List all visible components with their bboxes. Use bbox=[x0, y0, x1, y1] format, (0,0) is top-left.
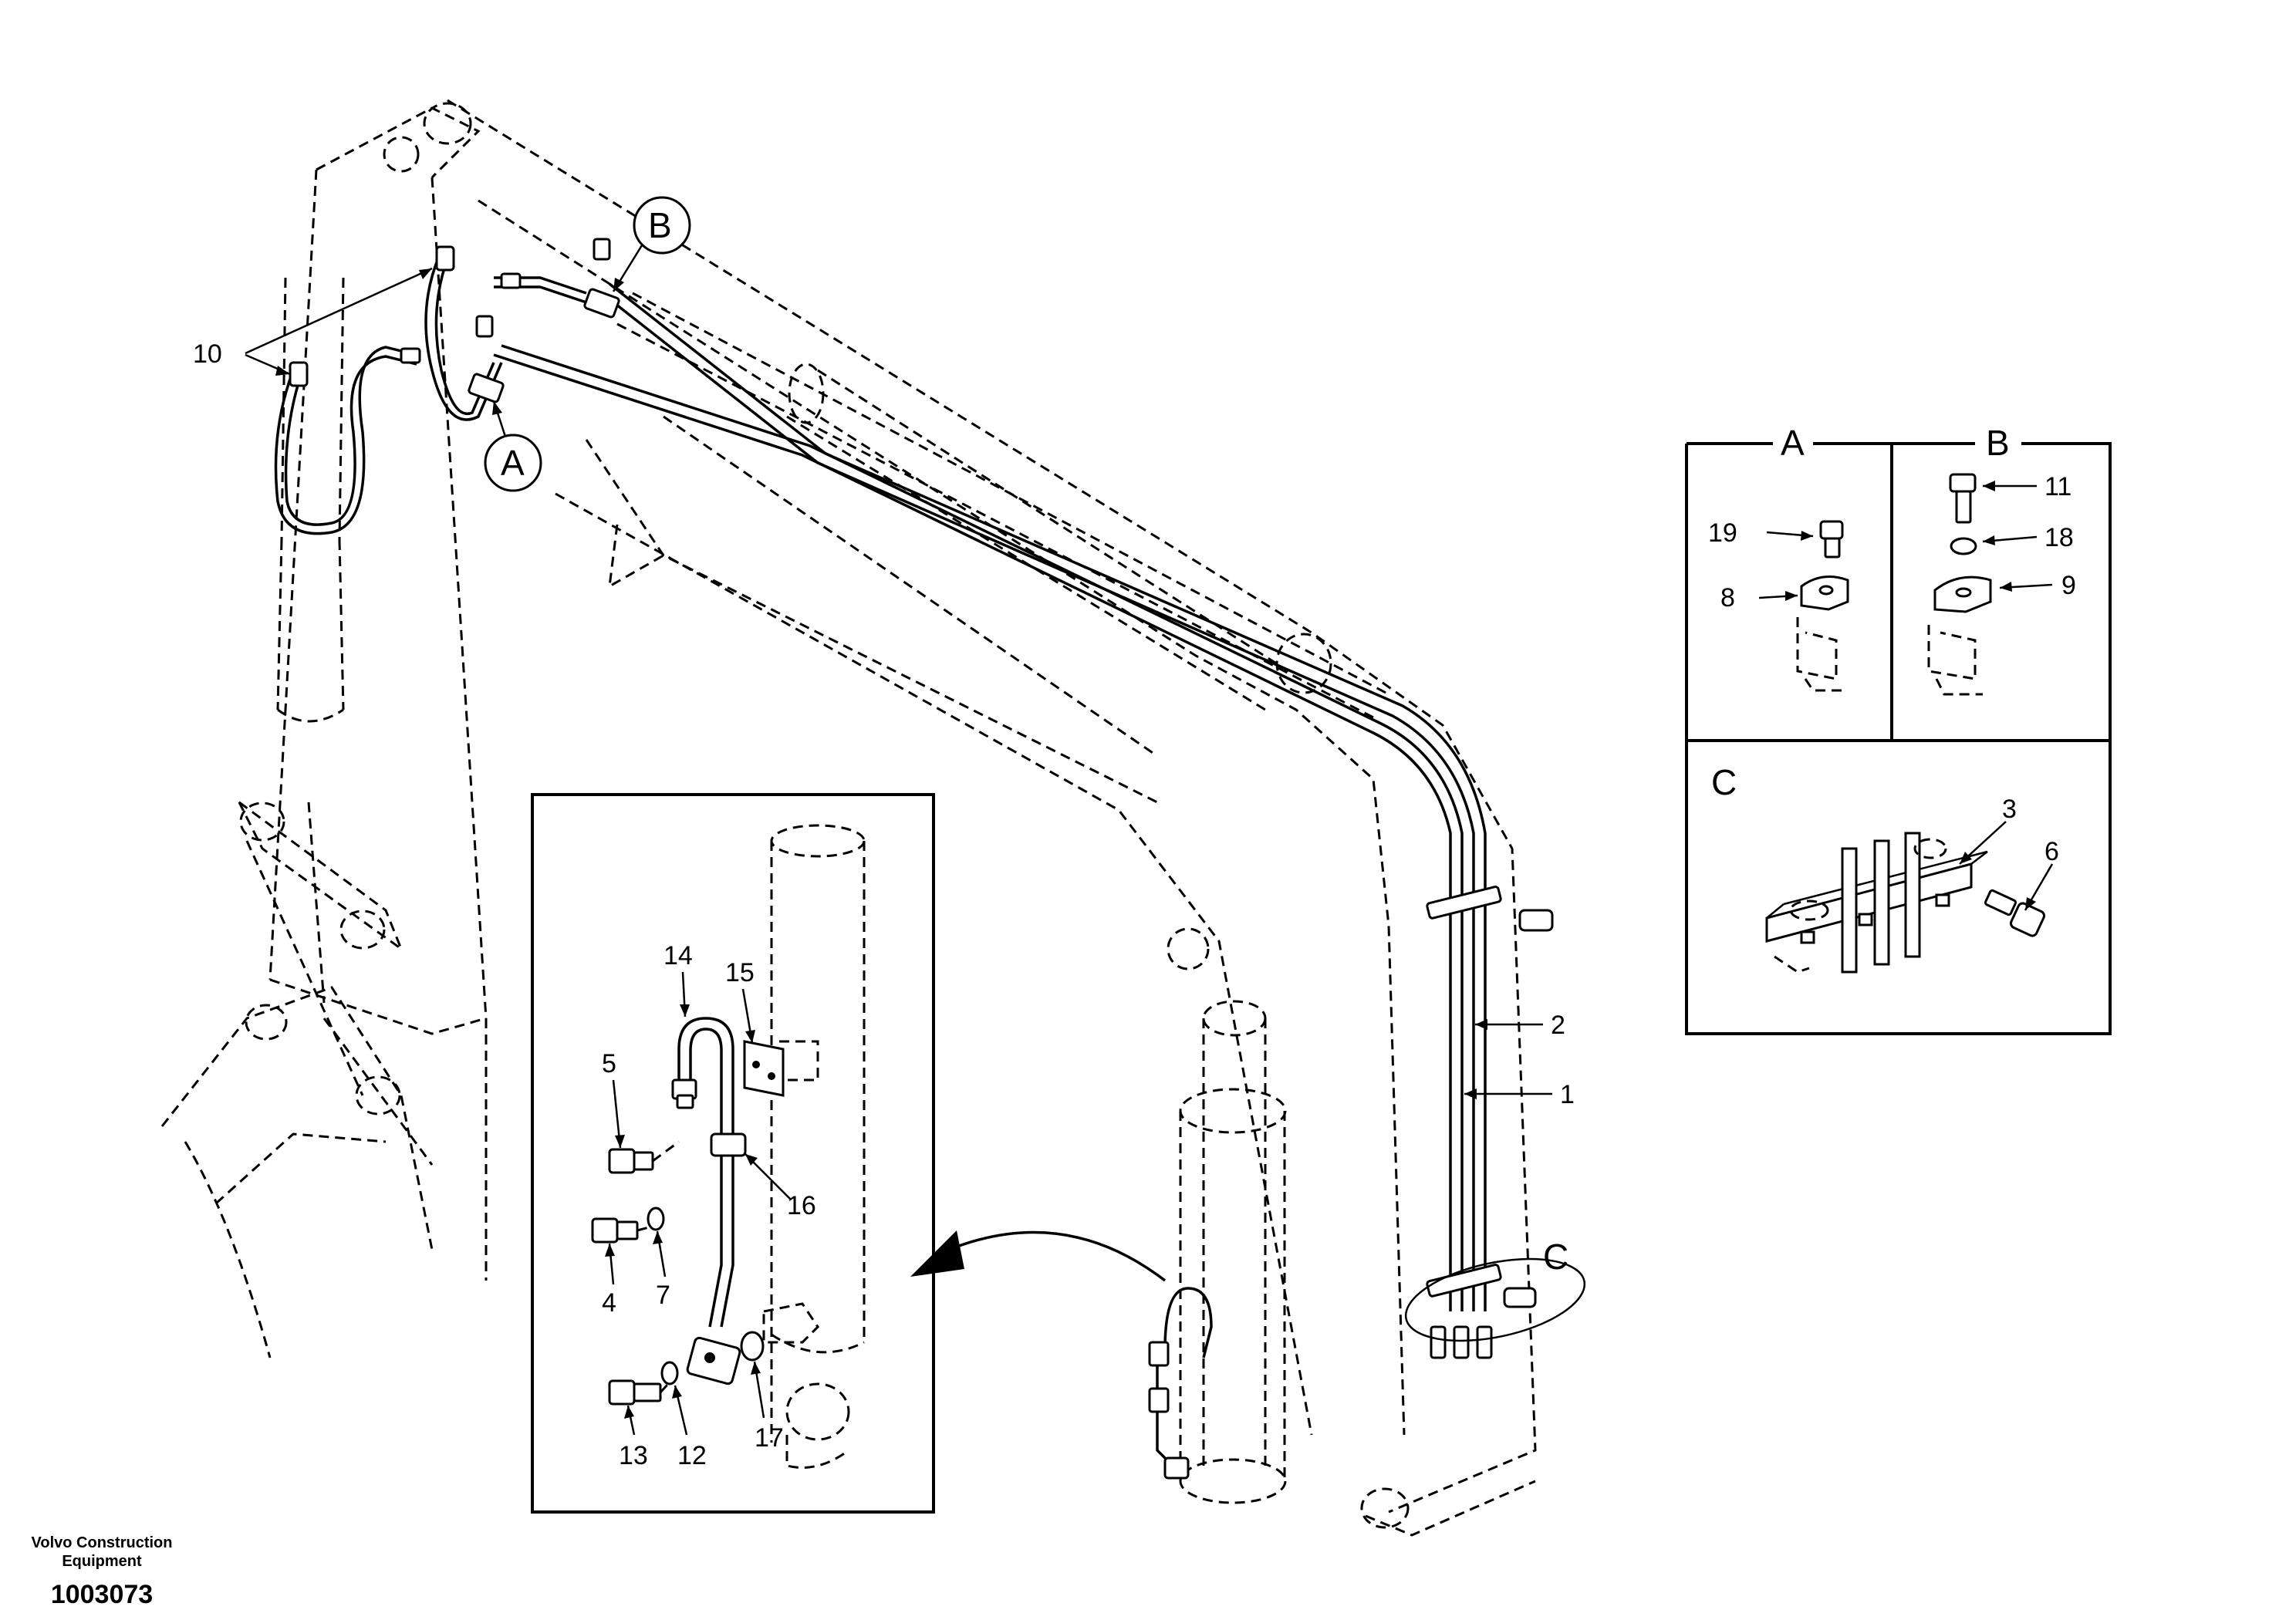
detail-panel-a-title: A bbox=[1781, 423, 1805, 463]
callout-6: 6 bbox=[2044, 837, 2059, 866]
callout-12: 12 bbox=[677, 1441, 707, 1470]
detail-pointer-arrow[interactable] bbox=[910, 1230, 1167, 1282]
callout-19: 19 bbox=[1708, 518, 1737, 548]
leader-1-2 bbox=[1464, 1019, 1552, 1099]
callout-17: 17 bbox=[755, 1423, 784, 1453]
footer-company-line1: Volvo Construction bbox=[32, 1534, 173, 1551]
callout-14: 14 bbox=[663, 941, 693, 970]
panel-c-leaders bbox=[1959, 821, 2054, 911]
callout-ref-a-letter: A bbox=[501, 443, 525, 483]
callout-9: 9 bbox=[2061, 571, 2076, 600]
panel-a-parts bbox=[1796, 520, 1849, 692]
callout-8: 8 bbox=[1720, 583, 1735, 613]
callout-3: 3 bbox=[2002, 795, 2017, 824]
callout-ref-c-letter: C bbox=[1543, 1237, 1568, 1277]
boom-clamps bbox=[468, 288, 1554, 1359]
callout-ref-a: A bbox=[484, 400, 542, 492]
cylinder-hose-small bbox=[1148, 1287, 1213, 1480]
panel-b-parts bbox=[1927, 473, 1992, 696]
callout-2: 2 bbox=[1551, 1011, 1565, 1040]
hoses-10 bbox=[274, 238, 611, 535]
footer-block: Volvo Construction Equipment 1003073 bbox=[32, 1534, 173, 1609]
hydraulic-lines bbox=[493, 282, 1487, 1311]
panel-a-leaders bbox=[1758, 531, 1814, 601]
callout-11: 11 bbox=[2044, 472, 2071, 501]
callout-4: 4 bbox=[602, 1288, 616, 1318]
callout-5: 5 bbox=[602, 1049, 616, 1078]
inset-pipe-assembly bbox=[591, 1017, 785, 1406]
inset-detail-frame bbox=[531, 793, 935, 1514]
detail-panel-c-title: C bbox=[1711, 762, 1737, 802]
callout-13: 13 bbox=[619, 1441, 648, 1470]
panel-b-leaders bbox=[1982, 481, 2053, 592]
callout-10: 10 bbox=[193, 339, 222, 369]
drawing-number: 1003073 bbox=[51, 1580, 153, 1609]
inset-leaders bbox=[605, 971, 792, 1436]
callout-16: 16 bbox=[787, 1191, 816, 1220]
leader-10 bbox=[245, 267, 433, 376]
callout-ref-b: B bbox=[612, 196, 691, 292]
panel-c-parts bbox=[1765, 832, 2046, 974]
callout-ref-b-letter: B bbox=[648, 205, 672, 245]
callout-15: 15 bbox=[725, 958, 755, 987]
callout-ref-c: C bbox=[1404, 1237, 1586, 1342]
callout-1: 1 bbox=[1560, 1080, 1575, 1109]
detail-panels-frame bbox=[1685, 442, 2112, 1035]
boom-outline bbox=[160, 99, 1537, 1537]
callout-18: 18 bbox=[2044, 523, 2074, 552]
footer-company-line2: Equipment bbox=[62, 1553, 142, 1570]
callout-7: 7 bbox=[656, 1281, 670, 1310]
detail-panel-b-title: B bbox=[1986, 423, 2010, 463]
